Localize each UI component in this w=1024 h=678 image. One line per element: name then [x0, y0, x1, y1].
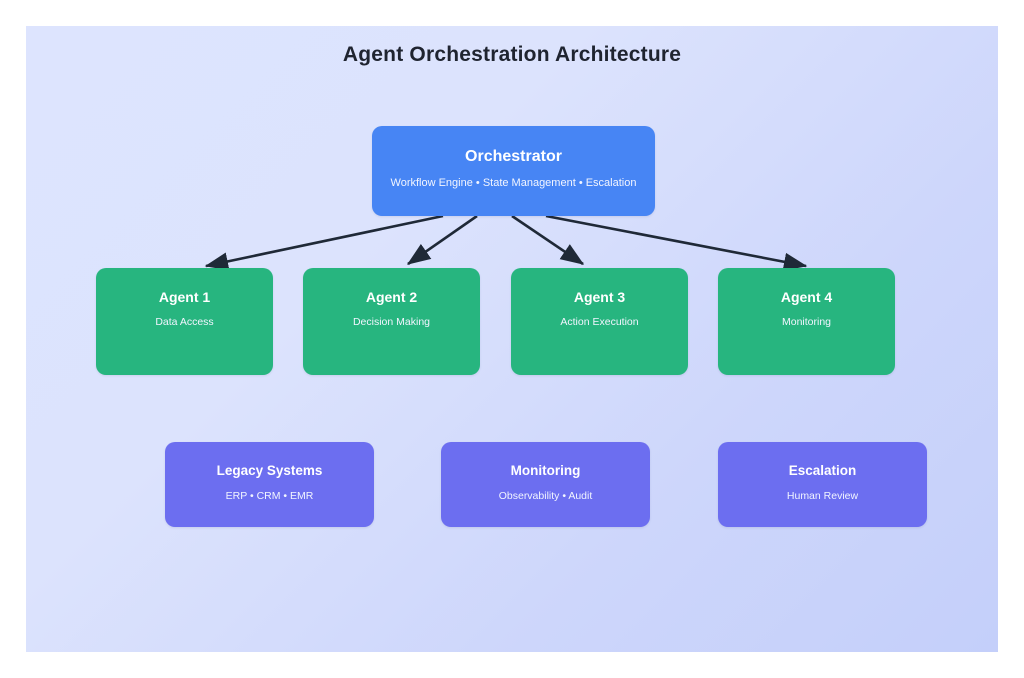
node-orchestrator-title: Orchestrator [465, 148, 562, 165]
node-orchestrator[interactable]: Orchestrator Workflow Engine • State Man… [372, 126, 655, 216]
arrow-orchestrator-to-agent-1 [204, 214, 444, 271]
page-title: Agent Orchestration Architecture [342, 43, 682, 66]
node-agent-3-title: Agent 3 [573, 289, 626, 305]
node-agent-4[interactable]: Agent 4 Monitoring [718, 268, 895, 375]
diagram-panel: Agent Orchestration Architecture Orchest… [26, 26, 998, 652]
node-agent-1-title: Agent 1 [158, 289, 211, 305]
node-agent-4-subtitle: Monitoring [781, 316, 832, 328]
arrow-orchestrator-to-agent-4 [545, 214, 808, 271]
node-escalation[interactable]: Escalation Human Review [718, 442, 927, 527]
node-escalation-subtitle: Human Review [786, 489, 859, 502]
node-agent-4-title: Agent 4 [780, 289, 833, 305]
node-agent-2-title: Agent 2 [365, 289, 418, 305]
node-monitoring-subtitle: Observability • Audit [498, 489, 593, 502]
node-agent-1[interactable]: Agent 1 Data Access [96, 268, 273, 375]
arrow-orchestrator-to-agent-3 [511, 214, 585, 266]
node-legacy-systems[interactable]: Legacy Systems ERP • CRM • EMR [165, 442, 374, 527]
node-agent-3[interactable]: Agent 3 Action Execution [511, 268, 688, 375]
node-monitoring-title: Monitoring [510, 463, 581, 478]
node-agent-1-subtitle: Data Access [155, 316, 214, 328]
node-agent-3-subtitle: Action Execution [560, 316, 639, 328]
node-agent-2[interactable]: Agent 2 Decision Making [303, 268, 480, 375]
node-orchestrator-subtitle: Workflow Engine • State Management • Esc… [390, 177, 637, 189]
node-escalation-title: Escalation [788, 463, 857, 478]
arrow-orchestrator-to-agent-2 [406, 214, 478, 266]
node-agent-2-subtitle: Decision Making [352, 316, 431, 328]
node-monitoring[interactable]: Monitoring Observability • Audit [441, 442, 650, 527]
node-legacy-systems-subtitle: ERP • CRM • EMR [225, 489, 314, 502]
node-legacy-systems-title: Legacy Systems [216, 463, 323, 478]
